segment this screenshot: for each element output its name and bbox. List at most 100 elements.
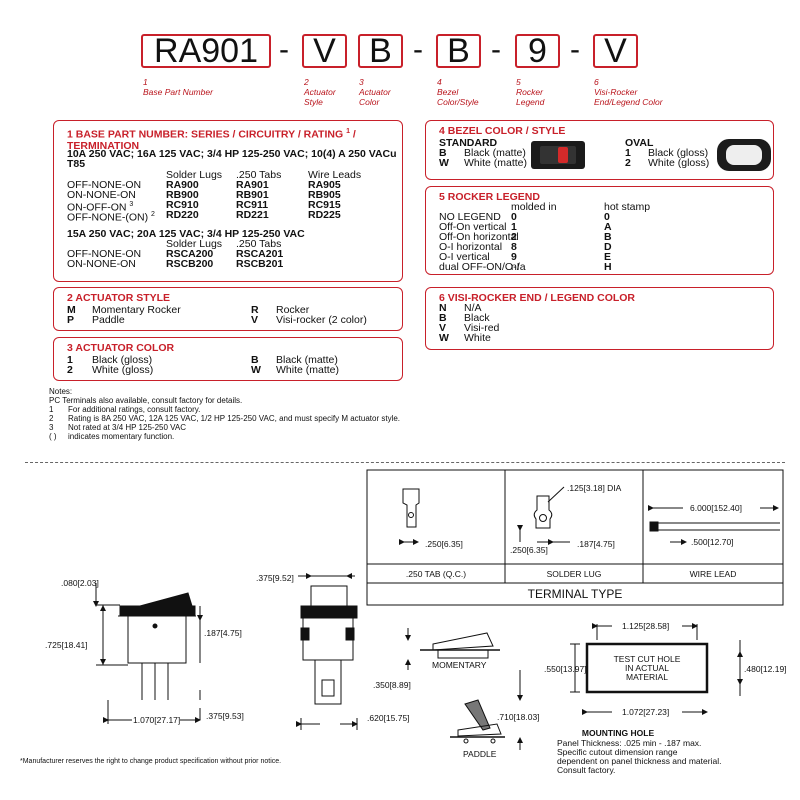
wire-lead-drawing (648, 505, 780, 545)
part-code: RD220 (166, 209, 199, 221)
section-title: 5 ROCKER LEGEND (439, 191, 540, 203)
disclaimer: *Manufacturer reserves the right to chan… (20, 758, 282, 765)
part-segment-actuator-color: B (358, 32, 403, 70)
option-code: 1 (67, 354, 73, 366)
part-code: RA900 (166, 179, 199, 191)
column-header: .250 Tabs (236, 238, 282, 250)
mounting-note: Consult factory. (557, 765, 615, 775)
circuit-label: OFF-NONE-ON (67, 248, 142, 260)
cut-hole-text: IN ACTUAL (625, 663, 669, 673)
part-segment-actuator-style: V (302, 32, 347, 70)
dim-label: .500[12.70] (691, 537, 734, 547)
mounting-note: Specific cutout dimension range (557, 747, 678, 757)
rating-text: 15A 250 VAC; 20A 125 VAC; 3/4 HP 125-250… (67, 228, 305, 240)
option-text: N/A (464, 302, 482, 314)
legend-code: 2 (511, 231, 517, 243)
section-actuator-color: 3 ACTUATOR COLOR 1 Black (gloss) 2 White… (53, 337, 403, 381)
option-text: Visi-red (464, 322, 500, 334)
terminal-col-label: SOLDER LUG (547, 569, 602, 579)
legend-code: 0 (604, 211, 610, 223)
column-header: .250 Tabs (236, 169, 282, 181)
legend-label: O-I vertical (439, 251, 490, 263)
option-text: Paddle (92, 314, 125, 326)
option-text: White (464, 332, 491, 344)
notes-heading: Notes: (49, 387, 73, 396)
section-divider (25, 462, 785, 463)
circuit-label: OFF-NONE-ON (67, 179, 142, 191)
part-code: RSCB200 (166, 258, 214, 270)
legend-code: 0 (511, 211, 517, 223)
option-text: Black (gloss) (648, 147, 709, 159)
paddle-actuator-drawing (450, 670, 523, 750)
option-code: R (251, 304, 259, 316)
option-code: V (251, 314, 259, 326)
option-text: Rocker (276, 304, 310, 316)
dim-label: .375[9.53] (206, 711, 244, 721)
section-visi-rocker-color: 6 VISI-ROCKER END / LEGEND COLOR N N/A B… (425, 287, 774, 350)
legend-code: 9 (511, 251, 517, 263)
section-title: 3 ACTUATOR COLOR (67, 342, 175, 354)
option-text: White (gloss) (92, 364, 154, 376)
part-separator: - (279, 33, 289, 66)
part-code: RC910 (166, 199, 199, 211)
dim-label: .250[6.35] (510, 545, 548, 555)
part-code: RD225 (308, 209, 341, 221)
option-text: Black (matte) (464, 147, 526, 159)
option-text: White (matte) (464, 157, 528, 169)
circuit-label: OFF-NONE-(ON) 2 (67, 211, 155, 224)
dim-label: .080[2.03] (61, 578, 99, 588)
option-text: Visi-rocker (2 color) (276, 314, 367, 326)
rating-text: 10A 250 VAC; 16A 125 VAC; 3/4 HP 125-250… (67, 148, 397, 160)
legend-label: O-I horizontal (439, 241, 503, 253)
terminal-table (366, 469, 784, 606)
part-code: RC915 (308, 199, 341, 211)
legend-code: E (604, 251, 612, 263)
section-title: 6 VISI-ROCKER END / LEGEND COLOR (439, 292, 636, 304)
part-code: RA905 (308, 179, 341, 191)
legend-code: H (604, 261, 612, 273)
legend-code: D (604, 241, 612, 253)
part-segment-legend: 9 (515, 32, 560, 70)
part-separator: - (570, 33, 580, 66)
legend-code: n/a (511, 261, 526, 273)
section-title: 4 BEZEL COLOR / STYLE (439, 125, 566, 137)
part-separator: - (413, 33, 423, 66)
dim-label: .375[9.52] (256, 573, 294, 583)
option-text: White (matte) (276, 364, 340, 376)
bezel-standard-heading: STANDARD (439, 137, 498, 149)
bezel-oval-image (717, 139, 771, 171)
option-code: 2 (625, 157, 631, 169)
option-text: Black (matte) (276, 354, 338, 366)
part-code: RB905 (308, 189, 341, 201)
momentary-actuator-drawing (405, 628, 500, 670)
part-code: RSCB201 (236, 258, 284, 270)
option-code: B (251, 354, 259, 366)
section-actuator-style: 2 ACTUATOR STYLE M Momentary Rocker P Pa… (53, 287, 403, 331)
option-code: N (439, 302, 447, 314)
column-header: Solder Lugs (166, 169, 223, 181)
dim-label: 1.070[27.17] (133, 715, 180, 725)
part-code: RD221 (236, 209, 269, 221)
solder-lug-drawing (517, 486, 570, 545)
option-text: Momentary Rocker (92, 304, 181, 316)
dim-label: .480[12.19] (744, 664, 787, 674)
dim-label: .187[4.75] (577, 539, 615, 549)
legend-code: B (604, 231, 612, 243)
dim-label: .550[13.97] (544, 664, 587, 674)
option-text: Black (gloss) (92, 354, 153, 366)
column-header: molded in (511, 201, 557, 213)
dim-label: .710[18.03] (497, 712, 540, 722)
legend-label: Off-On vertical (439, 221, 507, 233)
dim-label: 1.072[27.23] (622, 707, 669, 717)
dim-label: 6.000[152.40] (690, 503, 742, 513)
dim-label: .250[6.35] (425, 539, 463, 549)
tab-terminal-drawing (399, 488, 420, 545)
legend-label: dual OFF-ON/O-I (439, 261, 520, 273)
terminal-type-title: TERMINAL TYPE (528, 587, 623, 601)
terminal-col-label: WIRE LEAD (690, 569, 737, 579)
mounting-note: Panel Thickness: .025 min - .187 max. (557, 738, 701, 748)
